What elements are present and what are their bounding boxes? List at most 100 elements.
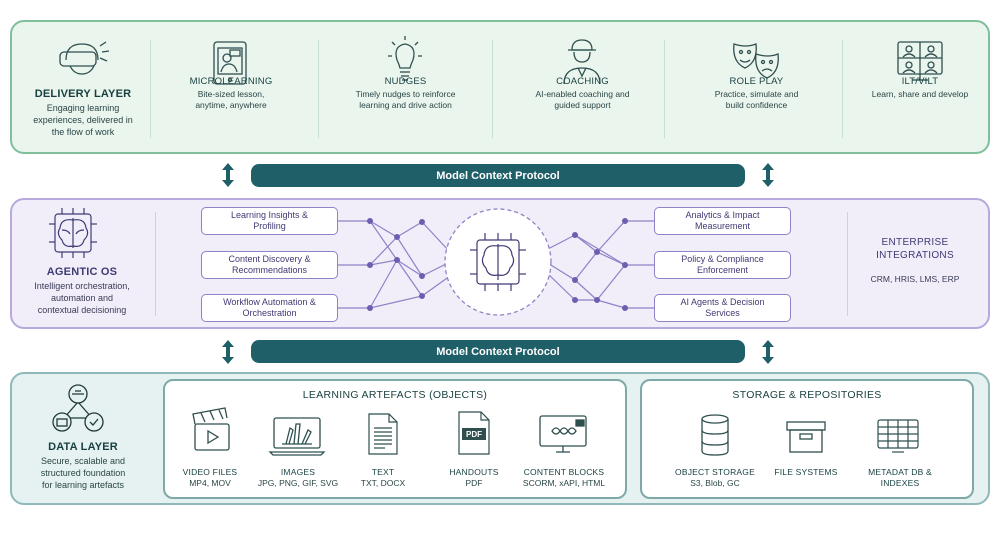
column-title: ILT/VILT bbox=[901, 76, 939, 87]
column-title: NUDGES bbox=[384, 76, 427, 87]
pill-workflow-automation: Workflow Automation &Orchestration bbox=[201, 294, 338, 322]
pill-label: Measurement bbox=[694, 221, 751, 231]
column-sub: guided support bbox=[554, 100, 611, 110]
pill-label: Policy & Compliance bbox=[681, 254, 764, 264]
artefact-content-blocks: CONTENT BLOCKS SCORM, xAPI, HTML bbox=[516, 467, 612, 489]
divider bbox=[842, 40, 843, 138]
agentic-desc-line: Intelligent orchestration, bbox=[34, 281, 130, 291]
column-sub: Timely nudges to reinforce bbox=[355, 89, 456, 99]
double-arrow-icon bbox=[762, 163, 774, 187]
column-sub: Learn, share and develop bbox=[871, 89, 969, 99]
brain-chip-icon bbox=[49, 208, 97, 258]
delivery-column-role-play: ROLE PLAY Practice, simulate and build c… bbox=[684, 76, 829, 111]
clapperboard-icon bbox=[192, 407, 230, 451]
enterprise-title: ENTERPRISE bbox=[881, 237, 949, 248]
delivery-desc-line: Engaging learning bbox=[46, 103, 120, 113]
column-sub: anytime, anywhere bbox=[195, 100, 267, 110]
mcp-bar-bottom: Model Context Protocol bbox=[251, 340, 745, 363]
tablet-lesson-icon bbox=[213, 41, 247, 85]
delivery-column-nudges: NUDGES Timely nudges to reinforce learni… bbox=[333, 76, 478, 111]
item-title: OBJECT STORAGE bbox=[675, 467, 755, 477]
agentic-os-layer bbox=[10, 198, 990, 329]
item-title: METADAT DB & bbox=[868, 467, 932, 477]
storage-file-systems: FILE SYSTEMS bbox=[768, 467, 844, 478]
double-arrow-icon bbox=[222, 340, 234, 364]
column-sub: Bite-sized lesson, bbox=[197, 89, 265, 99]
data-desc-line: structured foundation bbox=[40, 468, 126, 478]
content-block-monitor-icon bbox=[539, 415, 587, 453]
pill-label: Recommendations bbox=[231, 265, 308, 275]
pill-label: Learning Insights & bbox=[230, 210, 309, 220]
item-title: CONTENT BLOCKS bbox=[523, 467, 605, 477]
item-sub: SCORM, xAPI, HTML bbox=[522, 478, 606, 488]
agentic-intro: AGENTIC OS Intelligent orchestration, au… bbox=[14, 266, 150, 316]
storage-metadata-db: METADAT DB & INDEXES bbox=[852, 467, 948, 489]
learning-artefacts-panel: LEARNING ARTEFACTS (OBJECTS) bbox=[163, 379, 627, 499]
data-hub-icon bbox=[52, 384, 104, 432]
column-title: COACHING bbox=[556, 76, 609, 87]
item-title: INDEXES bbox=[880, 478, 920, 488]
data-title: DATA LAYER bbox=[48, 441, 118, 453]
storage-object-storage: OBJECT STORAGE S3, Blob, GC bbox=[668, 467, 762, 489]
delivery-desc-line: experiences, delivered in bbox=[33, 115, 133, 125]
agentic-title: AGENTIC OS bbox=[46, 266, 118, 278]
enterprise-systems: CRM, HRIS, LMS, ERP bbox=[870, 274, 960, 284]
enterprise-title: INTEGRATIONS bbox=[876, 250, 954, 261]
panel-title: LEARNING ARTEFACTS (OBJECTS) bbox=[302, 389, 488, 401]
data-desc-line: Secure, scalable and bbox=[40, 456, 126, 466]
agentic-desc-line: automation and bbox=[50, 293, 114, 303]
item-title: IMAGES bbox=[280, 467, 316, 477]
item-title: HANDOUTS bbox=[449, 467, 499, 477]
pill-label: Workflow Automation & bbox=[223, 297, 316, 307]
pill-label: Content Discovery & bbox=[228, 254, 311, 264]
artefact-video-files: VIDEO FILES MP4, MOV bbox=[170, 467, 250, 489]
video-conference-icon bbox=[897, 41, 943, 81]
pill-label: Analytics & Impact bbox=[685, 210, 760, 220]
data-intro: DATA LAYER Secure, scalable and structur… bbox=[18, 441, 148, 491]
divider bbox=[150, 40, 151, 138]
pdf-icon bbox=[458, 411, 490, 455]
pill-label: Orchestration bbox=[242, 308, 297, 318]
column-title: ROLE PLAY bbox=[729, 76, 784, 87]
pill-label: Profiling bbox=[253, 221, 286, 231]
archive-box-icon bbox=[786, 421, 826, 453]
delivery-desc-line: the flow of work bbox=[51, 127, 115, 137]
lightbulb-icon bbox=[388, 36, 422, 81]
delivery-intro: DELIVERY LAYER Engaging learning experie… bbox=[24, 88, 142, 138]
column-sub: AI-enabled coaching and bbox=[535, 89, 630, 99]
coach-icon bbox=[563, 39, 601, 85]
column-sub: build confidence bbox=[725, 100, 788, 110]
pill-learning-insights: Learning Insights &Profiling bbox=[201, 207, 338, 235]
item-sub: TXT, DOCX bbox=[360, 478, 406, 488]
vr-headset-icon bbox=[59, 41, 110, 75]
data-desc-line: for learning artefacts bbox=[41, 480, 125, 490]
pill-label: Enforcement bbox=[696, 265, 748, 275]
item-title: FILE SYSTEMS bbox=[774, 467, 838, 477]
column-title: MICROLEARNING bbox=[189, 76, 273, 87]
delivery-column-coaching: COACHING AI-enabled coaching and guided … bbox=[510, 76, 655, 111]
artefact-images: IMAGES JPG, PNG, GIF, SVG bbox=[248, 467, 348, 489]
database-icon bbox=[701, 414, 729, 456]
item-sub: MP4, MOV bbox=[189, 478, 231, 488]
divider bbox=[318, 40, 319, 138]
metadata-grid-icon bbox=[877, 419, 919, 453]
pill-label: AI Agents & Decision bbox=[680, 297, 765, 307]
pill-label: Services bbox=[705, 308, 740, 318]
double-arrow-icon bbox=[762, 340, 774, 364]
artefact-handouts: HANDOUTS PDF bbox=[432, 467, 516, 489]
agentic-desc-line: contextual decisioning bbox=[37, 305, 127, 315]
artefact-text: TEXT TXT, DOCX bbox=[348, 467, 418, 489]
image-monitor-icon bbox=[268, 417, 326, 456]
panel-title: STORAGE & REPOSITORIES bbox=[732, 389, 882, 401]
item-sub: PDF bbox=[465, 478, 483, 488]
pill-content-discovery: Content Discovery &Recommendations bbox=[201, 251, 338, 279]
item-title: TEXT bbox=[371, 467, 395, 477]
double-arrow-icon bbox=[222, 163, 234, 187]
mcp-bar-top: Model Context Protocol bbox=[251, 164, 745, 187]
divider bbox=[492, 40, 493, 138]
item-sub: S3, Blob, GC bbox=[690, 478, 740, 488]
text-document-icon bbox=[368, 413, 398, 455]
